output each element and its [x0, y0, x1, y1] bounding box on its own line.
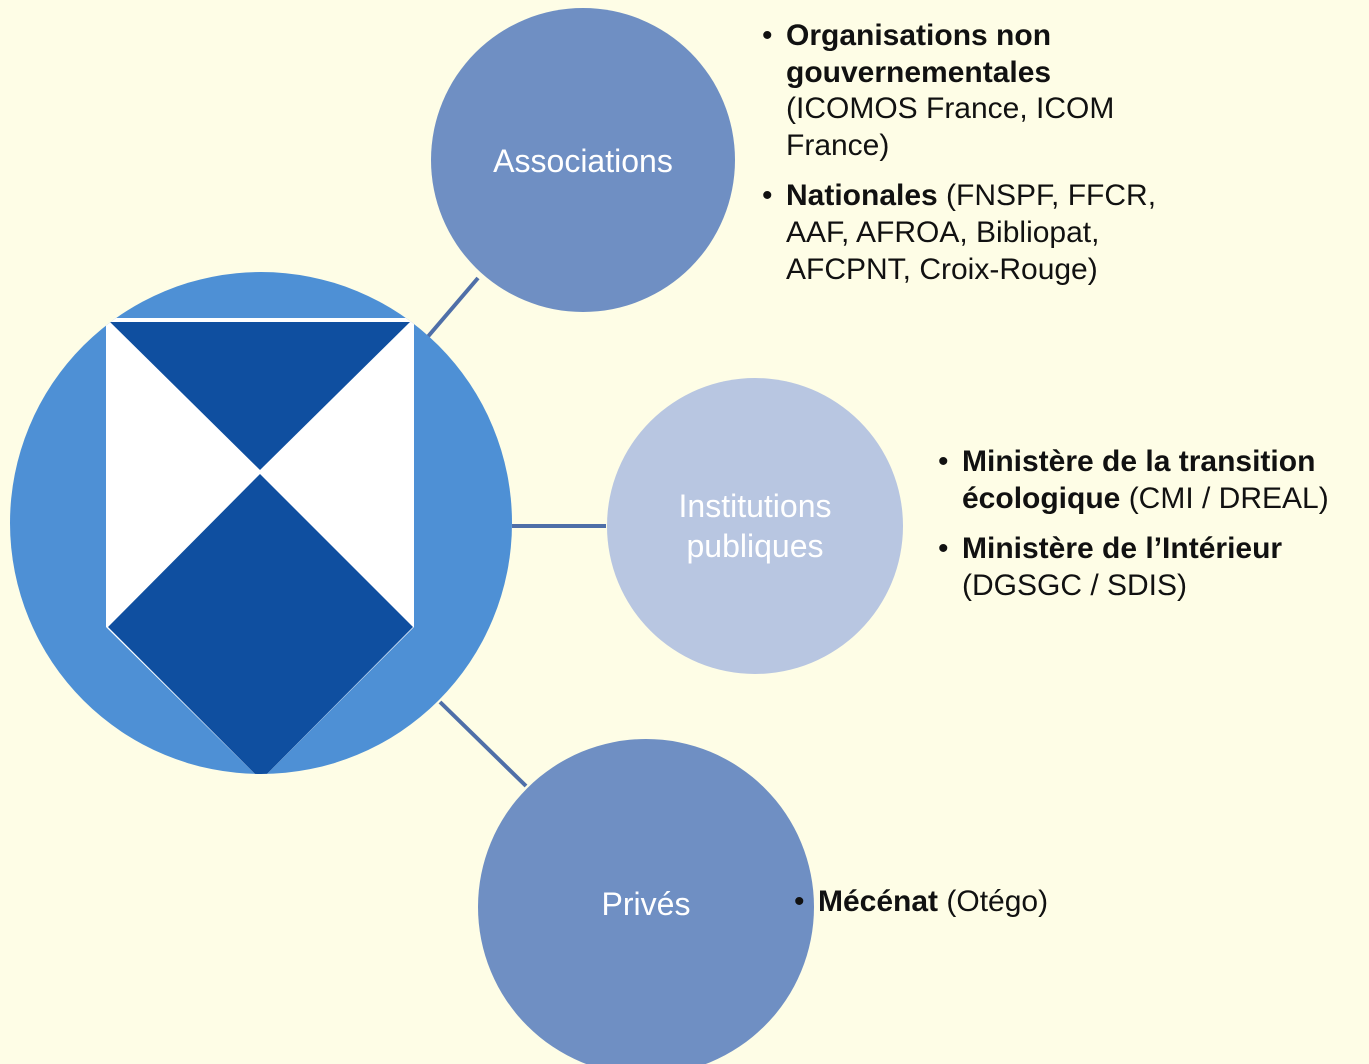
institutions-bullet-list: Ministère de la transition écologique (C… [938, 444, 1363, 618]
list-item: Ministère de la transition écologique (C… [938, 444, 1363, 517]
list-item: Mécénat (Otégo) [794, 884, 1194, 921]
connector-associations [423, 276, 480, 342]
list-item: Ministère de l’Intérieur (DGSGC / SDIS) [938, 531, 1363, 604]
connector-prives [438, 700, 528, 788]
heraldic-shield-logo-icon [106, 318, 414, 774]
associations-label: Associations [493, 143, 673, 179]
institutions-publiques-circle [607, 378, 903, 674]
prives-circle [478, 739, 814, 1064]
list-item: Organisations non gouvernementales (ICOM… [762, 18, 1162, 164]
prives-label: Privés [601, 886, 691, 922]
associations-bullet-list: Organisations non gouvernementales (ICOM… [762, 18, 1162, 302]
associations-circle [431, 8, 735, 312]
hub-logo-circle [10, 272, 512, 774]
institutions-publiques-label: Institutions publiques [678, 488, 832, 564]
prives-bullet-list: Mécénat (Otégo) [794, 884, 1194, 935]
list-item: Nationales (FNSPF, FFCR, AAF, AFROA, Bib… [762, 178, 1162, 288]
